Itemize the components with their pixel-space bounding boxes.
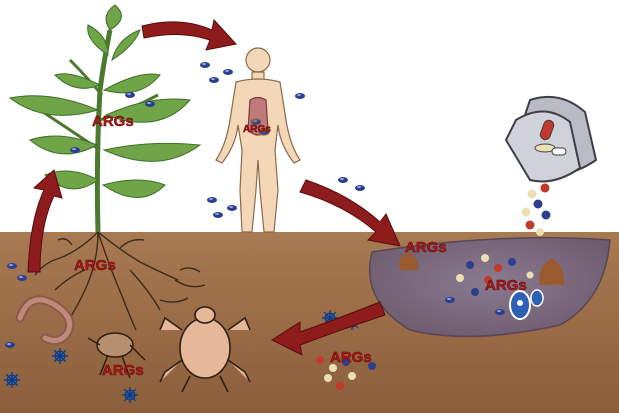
args-label-human: ARGs bbox=[243, 124, 271, 135]
args-label-plant: ARGs bbox=[92, 113, 134, 130]
plant-roots bbox=[34, 231, 206, 331]
manure-pile-icon bbox=[539, 258, 565, 285]
crop-plant bbox=[8, 4, 202, 233]
soil-pellets bbox=[316, 356, 376, 390]
arrow-soil-to-plant bbox=[27, 169, 63, 273]
args-label-soil-return: ARGs bbox=[330, 349, 372, 366]
cycle-arrows bbox=[27, 18, 401, 356]
args-label-soil-fauna: ARGs bbox=[102, 362, 144, 379]
bacteria-icon bbox=[509, 290, 531, 320]
args-label-lagoon-right: ARGs bbox=[485, 277, 527, 294]
earthworm-icon bbox=[15, 295, 75, 345]
human-figure bbox=[215, 47, 301, 233]
manure-pile-icon bbox=[399, 252, 419, 270]
args-label-roots: ARGs bbox=[74, 257, 116, 274]
bacteria-icon bbox=[530, 289, 544, 307]
manure-lagoon bbox=[368, 236, 611, 338]
springtail-icon bbox=[87, 332, 146, 379]
mite-icon bbox=[159, 306, 251, 393]
args-label-lagoon-left: ARGs bbox=[405, 239, 447, 256]
arrow-lagoon-to-soil bbox=[270, 301, 386, 356]
arrow-human-to-lagoon bbox=[299, 179, 401, 247]
antibiotic-bag-icon bbox=[504, 96, 598, 183]
falling-pellets bbox=[521, 183, 551, 236]
arrow-plant-to-human bbox=[141, 18, 237, 51]
